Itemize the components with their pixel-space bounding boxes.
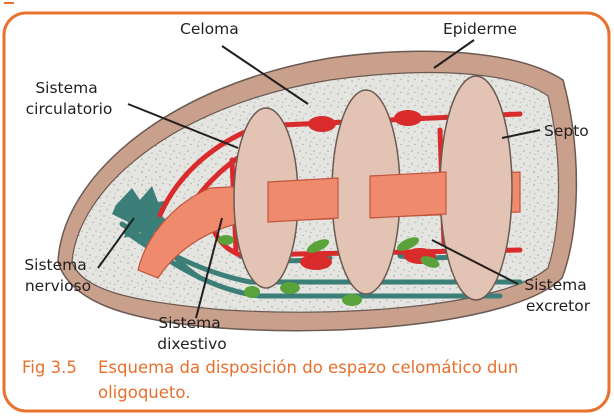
label-sistema-circulatorio-line1: Sistema (35, 79, 97, 97)
label-sistema-excretor-line1: Sistema (524, 276, 586, 294)
label-sistema-dixestivo-line2: dixestivo (157, 335, 227, 353)
figure-caption-line1: Esquema da disposición do espazo celomát… (98, 358, 518, 377)
label-sistema-nervioso-line1: Sistema (24, 256, 86, 274)
label-sistema-dixestivo-line1: Sistema (158, 314, 220, 332)
corner-tick (4, 2, 14, 4)
figure-caption-line2: oligoqueto. (98, 383, 190, 402)
label-sistema-excretor-line2: excretor (526, 297, 591, 315)
label-sistema-circulatorio-line2: circulatorio (26, 100, 113, 118)
label-celoma: Celoma (180, 20, 239, 38)
figure-caption-number: Fig 3.5 (22, 358, 77, 377)
label-epiderme: Epiderme (443, 20, 517, 38)
label-septo: Septo (544, 122, 589, 140)
label-sistema-nervioso-line2: nervioso (25, 277, 91, 295)
